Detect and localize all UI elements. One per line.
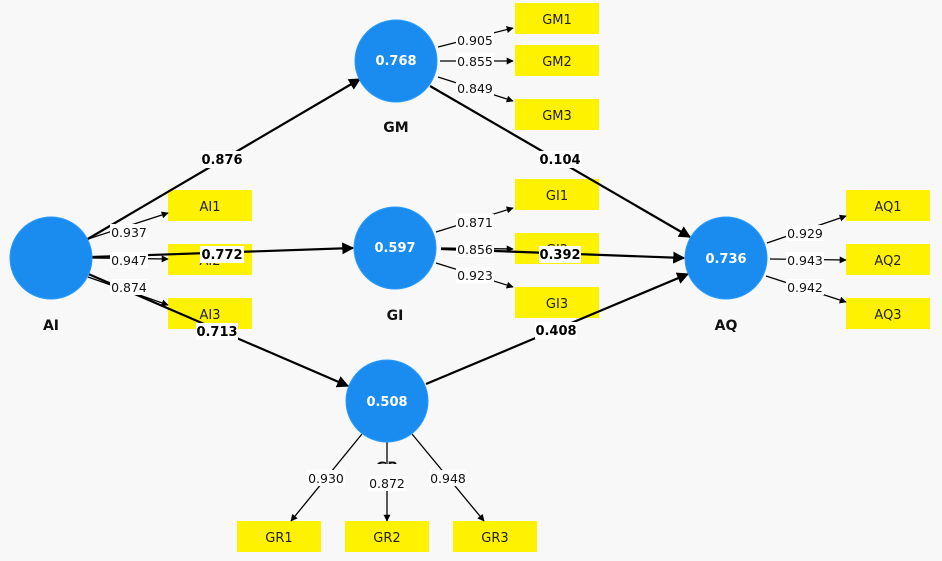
svg-text:GR2: GR2 [373, 531, 400, 546]
latent-name-ai: AI [43, 318, 59, 334]
svg-text:GM1: GM1 [542, 13, 572, 28]
svg-text:GM3: GM3 [542, 109, 572, 124]
latent-name-gi: GI [387, 308, 404, 324]
loading-label-gr2: 0.872 [368, 475, 406, 491]
loading-label-ai3: 0.874 [110, 279, 148, 295]
indicator-gr1[interactable]: GR1 [237, 521, 321, 552]
loading-label-gr1: 0.930 [307, 470, 345, 486]
svg-text:0.923: 0.923 [457, 268, 493, 283]
latent-name-aq: AQ [715, 318, 738, 334]
loading-label-gi2: 0.856 [456, 241, 494, 257]
indicator-gr2[interactable]: GR2 [345, 521, 429, 552]
svg-text:0.942: 0.942 [787, 280, 823, 295]
svg-text:GI1: GI1 [546, 189, 568, 204]
svg-text:0.871: 0.871 [457, 215, 493, 230]
path-coef-ai-gi: 0.772 [200, 246, 244, 263]
svg-text:AQ1: AQ1 [874, 200, 901, 215]
indicator-gm1[interactable]: GM1 [515, 3, 599, 34]
svg-text:0.937: 0.937 [111, 225, 147, 240]
indicator-gm2[interactable]: GM2 [515, 45, 599, 76]
path-coef-gm-aq: 0.104 [539, 151, 581, 168]
svg-text:AI1: AI1 [200, 200, 221, 215]
indicator-gm3[interactable]: GM3 [515, 99, 599, 130]
loading-label-ai2: 0.947 [110, 252, 148, 268]
svg-text:0.947: 0.947 [111, 253, 147, 268]
loading-label-aq1: 0.929 [786, 225, 824, 241]
loading-label-aq3: 0.942 [786, 279, 824, 295]
svg-text:0.905: 0.905 [457, 33, 493, 48]
svg-text:AQ2: AQ2 [874, 254, 901, 269]
path-coef-gi-aq: 0.392 [539, 246, 581, 263]
loading-label-gi3: 0.923 [456, 267, 494, 283]
svg-text:0.772: 0.772 [201, 248, 242, 263]
svg-text:0.943: 0.943 [787, 253, 823, 268]
latent-gr[interactable]: GR 0.508 [345, 359, 429, 476]
loading-label-gm2: 0.855 [456, 53, 494, 69]
svg-text:0.408: 0.408 [535, 324, 576, 339]
loading-label-gi1: 0.871 [456, 214, 494, 230]
loading-label-gm1: 0.905 [456, 32, 494, 48]
svg-text:0.849: 0.849 [457, 81, 493, 96]
svg-text:0.948: 0.948 [430, 471, 466, 486]
loading-label-gr3: 0.948 [429, 470, 467, 486]
loading-label-gm3: 0.849 [456, 80, 494, 96]
latent-value-gi: 0.597 [374, 241, 415, 256]
path-coef-gr-aq: 0.408 [535, 322, 577, 339]
svg-text:GI3: GI3 [546, 297, 568, 312]
svg-text:0.876: 0.876 [201, 153, 242, 168]
latent-value-gr: 0.508 [366, 395, 407, 410]
latent-name-gm: GM [383, 120, 408, 136]
svg-text:0.392: 0.392 [539, 248, 580, 263]
svg-text:AQ3: AQ3 [874, 308, 901, 323]
latent-value-gm: 0.768 [375, 54, 416, 69]
indicator-aq2[interactable]: AQ2 [846, 244, 930, 275]
svg-text:0.874: 0.874 [111, 280, 147, 295]
svg-text:0.929: 0.929 [787, 226, 823, 241]
latent-value-aq: 0.736 [705, 252, 746, 267]
svg-text:0.930: 0.930 [308, 471, 344, 486]
path-coef-ai-gm: 0.876 [201, 151, 243, 168]
svg-text:0.855: 0.855 [457, 54, 493, 69]
svg-text:0.104: 0.104 [539, 153, 580, 168]
indicator-gi3[interactable]: GI3 [515, 287, 599, 318]
svg-text:GR1: GR1 [265, 531, 292, 546]
latent-aq[interactable]: 0.736 AQ [684, 216, 768, 334]
svg-text:0.856: 0.856 [457, 242, 493, 257]
svg-text:GM2: GM2 [542, 55, 572, 70]
latent-gm[interactable]: 0.768 GM [354, 19, 438, 136]
latent-ai[interactable]: AI [9, 216, 93, 334]
svg-text:0.872: 0.872 [369, 476, 405, 491]
loading-label-ai1: 0.937 [110, 224, 148, 240]
indicator-ai1[interactable]: AI1 [168, 190, 252, 221]
indicator-gi1[interactable]: GI1 [515, 179, 599, 210]
svg-text:0.713: 0.713 [196, 325, 237, 340]
loading-label-aq2: 0.943 [786, 252, 824, 268]
svg-text:GR3: GR3 [481, 531, 508, 546]
indicator-gr3[interactable]: GR3 [453, 521, 537, 552]
path-coef-ai-gr: 0.713 [196, 323, 238, 340]
indicator-aq3[interactable]: AQ3 [846, 298, 930, 329]
latent-gi[interactable]: 0.597 GI [353, 206, 437, 324]
indicator-aq1[interactable]: AQ1 [846, 190, 930, 221]
svg-text:AI3: AI3 [200, 308, 221, 323]
